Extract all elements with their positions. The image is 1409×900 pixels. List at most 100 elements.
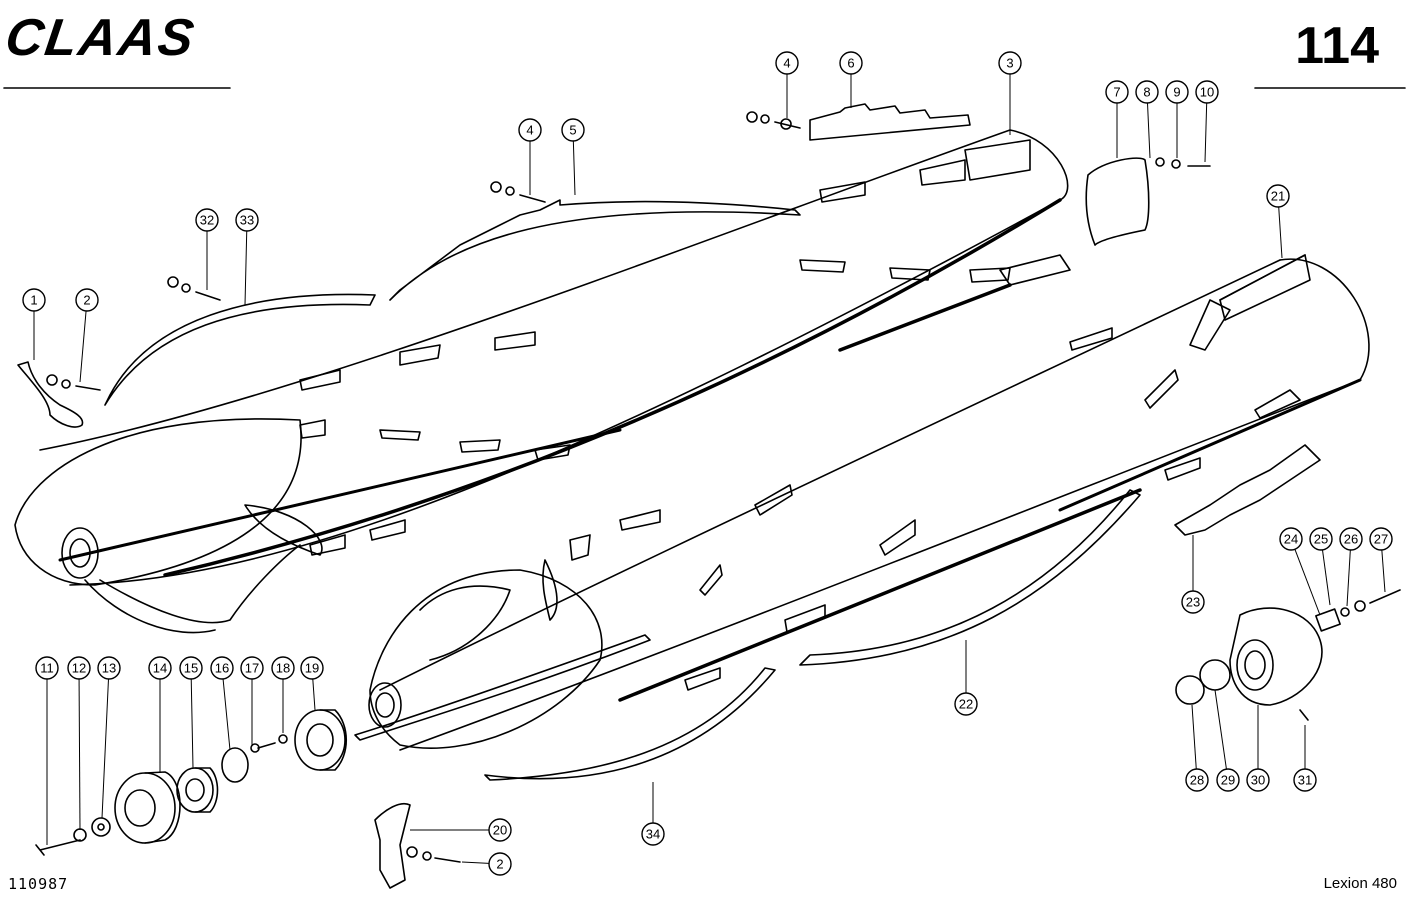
callout-4: 4 [518, 118, 542, 195]
callout-11: 11 [35, 656, 59, 845]
callout-circle [488, 852, 512, 876]
callout-label: 26 [1344, 532, 1358, 547]
callout-circle [1293, 768, 1317, 792]
callout-13: 13 [97, 656, 121, 819]
callout-leader [1204, 102, 1208, 163]
upper-rotor-drum [14, 129, 1069, 634]
callout-leader [1381, 549, 1386, 593]
callout-leader [1278, 206, 1283, 259]
callout-leader [101, 678, 109, 819]
callout-label: 21 [1271, 189, 1285, 204]
callout-circle [35, 656, 59, 680]
callout-15: 15 [179, 656, 203, 769]
callout-circle [240, 656, 264, 680]
callout-label: 28 [1190, 773, 1204, 788]
callout-28: 28 [1185, 704, 1209, 792]
callout-label: 32 [200, 213, 214, 228]
callout-label: 12 [72, 661, 86, 676]
callout-label: 6 [847, 56, 854, 71]
callout-19: 19 [300, 656, 324, 711]
callout-12: 12 [67, 656, 91, 831]
callout-label: 10 [1200, 85, 1214, 100]
callout-label: 18 [276, 661, 290, 676]
callout-29: 29 [1214, 689, 1240, 792]
callout-circle [195, 208, 219, 232]
part-5-strip [389, 199, 801, 301]
callout-6: 6 [839, 51, 863, 108]
callout-14: 14 [148, 656, 172, 773]
callout-16: 16 [210, 656, 234, 751]
callout-circle [1195, 80, 1219, 104]
callout-label: 23 [1186, 595, 1200, 610]
callout-26: 26 [1339, 527, 1363, 607]
fasteners [35, 111, 1401, 863]
callout-leader [190, 678, 194, 769]
part-1-bracket [17, 361, 84, 428]
callout-circle [300, 656, 324, 680]
callout-circle [235, 208, 259, 232]
callout-leader [1321, 549, 1331, 606]
callout-4: 4 [775, 51, 799, 118]
callout-leader [1214, 689, 1227, 770]
callout-circle [1309, 527, 1333, 551]
callout-circle [998, 51, 1022, 75]
callout-8: 8 [1135, 80, 1159, 159]
callout-circle [518, 118, 542, 142]
drawing-code: 110987 [8, 875, 69, 893]
callout-label: 33 [240, 213, 254, 228]
callout-circle [1185, 768, 1209, 792]
callout-32: 32 [195, 208, 219, 290]
callout-circle [561, 118, 585, 142]
callout-label: 8 [1143, 85, 1150, 100]
callout-leader [78, 678, 81, 831]
callout-33: 33 [235, 208, 259, 306]
callout-22: 22 [954, 640, 978, 716]
callout-label: 11 [40, 661, 54, 676]
callout-30: 30 [1246, 705, 1270, 792]
callout-label: 2 [496, 857, 503, 872]
callout-label: 20 [493, 823, 507, 838]
callout-circle [1279, 527, 1303, 551]
callout-1: 1 [22, 288, 46, 360]
callout-label: 17 [245, 661, 259, 676]
callout-label: 22 [959, 697, 973, 712]
callout-label: 34 [646, 827, 660, 842]
callout-leader [572, 140, 576, 196]
callout-20: 20 [410, 818, 512, 842]
part-34-strip [354, 634, 776, 781]
part-20-bracket [374, 802, 411, 889]
callout-label: 24 [1284, 532, 1298, 547]
callout-circle [22, 288, 46, 312]
part-22-strip [799, 489, 1141, 666]
callout-leader [1147, 102, 1151, 159]
callout-label: 7 [1113, 85, 1120, 100]
callout-circle [210, 656, 234, 680]
callout-label: 13 [102, 661, 116, 676]
callout-circle [1369, 527, 1393, 551]
bearing-group [114, 607, 1323, 844]
callout-9: 9 [1165, 80, 1189, 158]
callout-circle [1105, 80, 1129, 104]
callout-label: 16 [215, 661, 229, 676]
callout-circle [1181, 590, 1205, 614]
callout-leader [312, 678, 316, 711]
callout-label: 27 [1374, 532, 1388, 547]
callout-leader [461, 861, 490, 864]
callout-circle [179, 656, 203, 680]
callout-21: 21 [1266, 184, 1290, 259]
callout-circle [839, 51, 863, 75]
callout-circle [1216, 768, 1240, 792]
callout-circle [1165, 80, 1189, 104]
callout-label: 15 [184, 661, 198, 676]
callout-circle [1339, 527, 1363, 551]
callout-circle [75, 288, 99, 312]
callout-label: 30 [1251, 773, 1265, 788]
callout-label: 9 [1173, 85, 1180, 100]
callout-2: 2 [461, 852, 512, 876]
model-name: Lexion 480 [1323, 875, 1397, 892]
lower-rotor-drum [368, 258, 1370, 751]
callout-label: 3 [1006, 56, 1013, 71]
callout-2: 2 [75, 288, 99, 383]
